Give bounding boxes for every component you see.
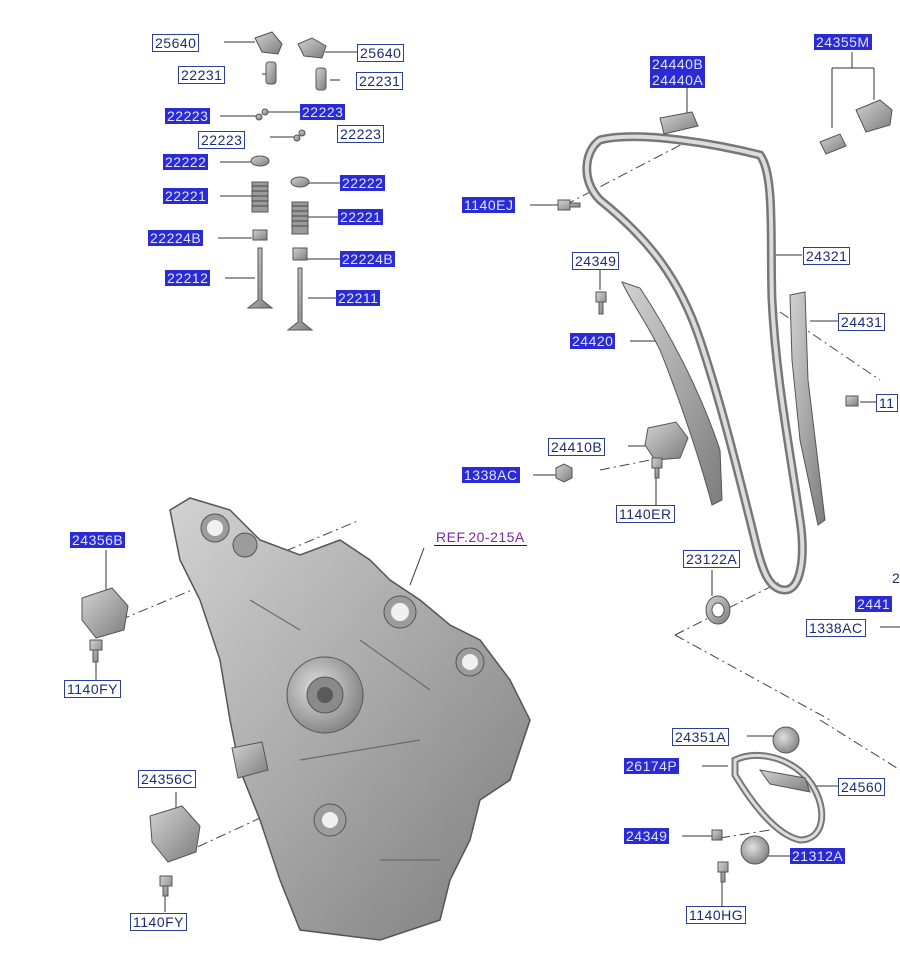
seal-right [292,247,308,261]
part-label-22224b-left: 22224B [148,230,204,246]
part-label-24560: 24560 [838,778,886,796]
part-label-22222-left: 22222 [163,154,209,170]
chain-tensioner [644,421,689,461]
part-label-22221-left: 22221 [163,188,209,204]
nut-1338ac [555,463,573,483]
chain-guides [621,111,826,526]
part-label-24420: 24420 [570,333,616,349]
part-label-22231-right: 22231 [356,72,404,90]
part-label-11-cut: 11 [876,394,898,412]
part-label-22223-4: 22223 [337,125,385,143]
solenoid-24356b [81,587,129,639]
part-label-24321: 24321 [803,247,851,265]
part-label-1140er: 1140ER [616,505,675,523]
keeper-1 [255,113,263,121]
bolt-1140ej [557,199,581,211]
part-label-24355m: 24355M [814,34,872,50]
fixed-guide [789,291,826,526]
bolt-1140er [651,457,663,479]
sprocket-21312a [740,835,770,865]
part-label-24356c: 24356C [138,770,197,788]
keeper-4 [298,129,306,137]
oil-pump-drive [711,726,826,883]
part-label-1338ac-upper: 1338AC [462,467,520,483]
part-label-24410b: 24410B [548,438,606,456]
bolt-1140fy-a [89,639,103,663]
retainer-left [250,155,270,167]
lifter-left [265,61,277,85]
retainer-right [290,176,310,188]
solenoid-24355m [819,133,847,155]
timing-cover [169,497,531,941]
part-label-1338ac-lower: 1338AC [806,619,866,637]
timing-chain [582,132,807,595]
part-label-2441-cut: 2441 [855,596,893,612]
upper-guide [659,111,699,135]
guide-24560 [758,769,811,793]
bolt-1140fy-b [159,875,173,897]
valve-train-parts [246,31,327,331]
valve-right [286,267,314,331]
bolt-1140hg [717,861,729,883]
part-label-21312a: 21312A [790,848,846,864]
seal-left [252,229,268,241]
bolt-24349 [595,291,607,315]
spring-right [291,201,309,235]
part-label-24431: 24431 [838,313,886,331]
vvt-solenoids [81,587,201,897]
cam-sensor-24355m [855,99,893,133]
rocker-arm-right [297,37,327,59]
water-outlet [231,741,269,779]
part-label-22222-right: 22222 [340,175,386,191]
part-label-22223-3: 22223 [198,131,246,149]
reference-label: REF.20-215A [434,529,527,546]
leader-lines [95,41,900,912]
part-label-24440a: 24440A [650,72,706,88]
part-label-24356b: 24356B [70,532,126,548]
cam-bore-2 [232,532,258,558]
tensioner-arm [621,281,723,506]
lifter-right [315,67,327,91]
solenoid-24356c [149,805,201,863]
part-label-22223-1: 22223 [165,108,211,124]
part-label-22211: 22211 [336,290,381,306]
valve-left [246,247,274,309]
keeper-2 [261,108,269,116]
part-label-1140hg: 1140HG [686,906,747,924]
part-label-26174p: 26174P [624,758,680,774]
idler-24351a [772,726,800,754]
part-label-23122a: 23122A [683,550,741,568]
rocker-arm-left [254,31,283,55]
part-label-24351a: 24351A [672,728,730,746]
spring-left [251,181,269,213]
small-parts [555,99,893,625]
keeper-3 [293,134,301,142]
part-label-25640-right: 25640 [357,44,405,62]
part-label-1140fy-upper: 1140FY [64,680,121,698]
part-label-22221-right: 22221 [338,209,384,225]
part-label-1140ej: 1140EJ [462,197,516,213]
part-label-22223-2: 22223 [300,104,346,120]
part-label-22224b-right: 22224B [340,251,396,267]
part-label-24349-upper: 24349 [572,252,620,270]
part-label-24349-lower: 24349 [624,828,670,844]
part-label-22212: 22212 [165,270,211,286]
part-label-22231-left: 22231 [178,66,226,84]
part-label-2-cut: 2 [892,570,900,586]
part-label-25640-left: 25640 [152,34,200,52]
bolt-24349b [711,829,723,841]
bolt-right [845,395,859,407]
part-label-1140fy-lower: 1140FY [130,913,187,931]
part-label-24440b: 24440B [650,56,706,72]
